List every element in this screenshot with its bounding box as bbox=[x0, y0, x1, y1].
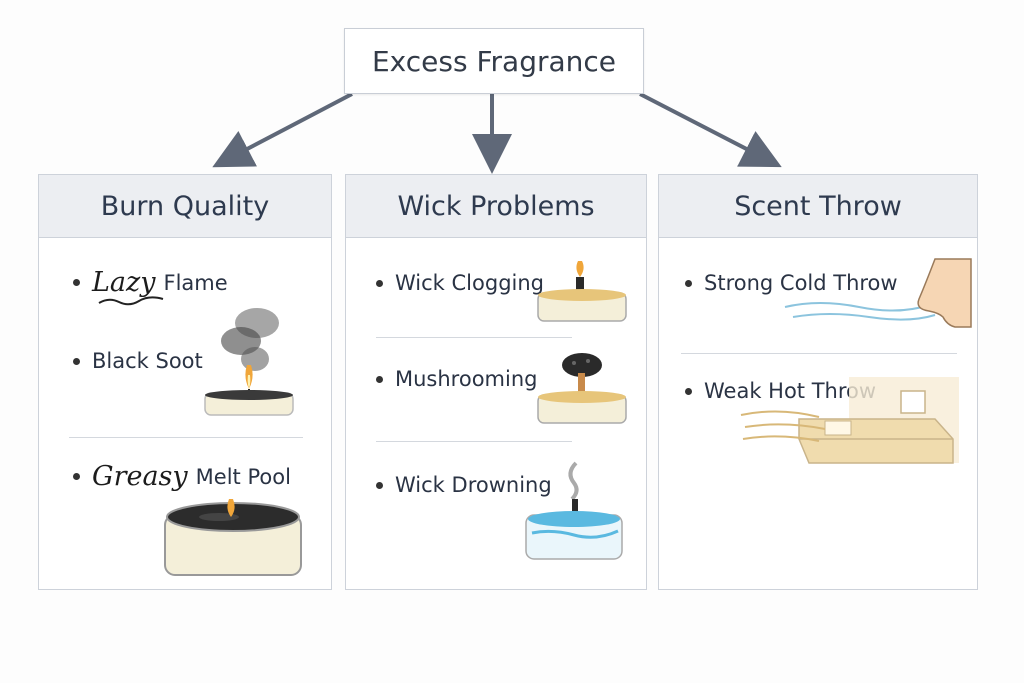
panel-header: Wick Problems bbox=[346, 175, 646, 238]
list-item: Wick Drowning bbox=[376, 473, 552, 497]
item-emphasis: Lazy bbox=[92, 267, 156, 298]
list-item: Wick Clogging bbox=[376, 271, 544, 295]
bullet-icon bbox=[73, 279, 80, 286]
list-item: Strong Cold Throw bbox=[685, 271, 898, 295]
item-label: Melt Pool bbox=[195, 464, 291, 489]
panel-burn-quality: Burn Quality Lazy Flame Black Soot Greas… bbox=[38, 174, 332, 590]
item-label: Wick Drowning bbox=[395, 473, 552, 497]
panel-scent-throw: Scent Throw Strong Cold Throw Weak Hot T… bbox=[658, 174, 978, 590]
greasy-melt-pool-candle-icon bbox=[164, 499, 302, 576]
list-item: Greasy Melt Pool bbox=[73, 461, 291, 492]
item-emphasis: Greasy bbox=[92, 461, 188, 492]
bullet-icon bbox=[376, 481, 383, 489]
item-label: Strong Cold Throw bbox=[704, 271, 898, 295]
bullet-icon bbox=[73, 357, 80, 365]
list-item: Black Soot bbox=[73, 349, 203, 373]
arrow-to-burn-quality bbox=[212, 92, 353, 168]
panel-title: Burn Quality bbox=[100, 190, 270, 222]
root-title: Excess Fragrance bbox=[371, 44, 616, 78]
panel-header: Burn Quality bbox=[39, 175, 331, 238]
item-label: Weak Hot Throw bbox=[704, 379, 877, 403]
item-label: Flame bbox=[163, 270, 228, 295]
divider bbox=[69, 437, 303, 438]
list-item: Weak Hot Throw bbox=[685, 379, 876, 403]
item-label: Wick Clogging bbox=[395, 271, 544, 295]
list-item: Mushrooming bbox=[376, 367, 537, 391]
drowned-wick-candle-icon bbox=[525, 461, 623, 560]
smoking-candle-icon bbox=[204, 308, 294, 416]
bullet-icon bbox=[376, 279, 383, 287]
root-node: Excess Fragrance bbox=[344, 28, 644, 94]
divider bbox=[376, 441, 572, 442]
bullet-icon bbox=[685, 387, 692, 395]
list-item: Lazy Flame bbox=[73, 267, 228, 298]
panel-title: Wick Problems bbox=[397, 190, 595, 222]
bullet-icon bbox=[685, 279, 692, 287]
panel-title: Scent Throw bbox=[734, 190, 902, 222]
item-label: Black Soot bbox=[92, 349, 203, 373]
nose-icon bbox=[784, 258, 972, 328]
bullet-icon bbox=[73, 473, 80, 480]
room-bed-icon bbox=[740, 377, 959, 464]
clogged-wick-candle-icon bbox=[537, 261, 627, 322]
item-label: Mushrooming bbox=[395, 367, 538, 391]
arrow-to-scent-throw bbox=[639, 92, 782, 168]
panel-wick-problems: Wick Problems Wick Clogging Mushrooming … bbox=[345, 174, 647, 590]
wavy-underline-icon bbox=[98, 296, 164, 306]
divider bbox=[681, 353, 957, 354]
panel-header: Scent Throw bbox=[659, 175, 977, 238]
bullet-icon bbox=[376, 375, 383, 383]
divider bbox=[376, 337, 572, 338]
mushroom-wick-candle-icon bbox=[537, 353, 627, 424]
